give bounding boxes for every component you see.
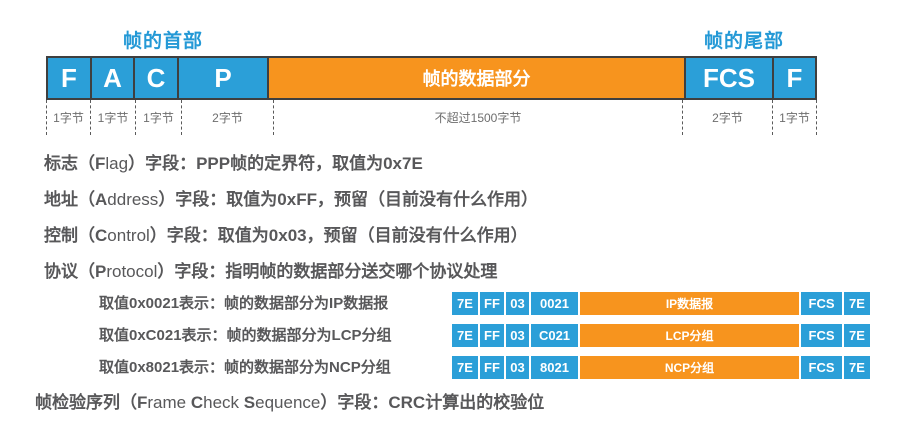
mini-cell-fcs: FCS <box>801 324 842 347</box>
byte-count-flag-end: 1字节 <box>772 100 817 135</box>
protocol-example-lcp: 取值0xC021表示：帧的数据部分为LCP分组 7E FF 03 C021 LC… <box>0 324 923 347</box>
mini-cell-flag-start: 7E <box>452 292 478 315</box>
protocol-example-ip-label: 取值0x0021表示：帧的数据部分为IP数据报 <box>99 295 389 312</box>
mini-cell-data: NCP分组 <box>580 356 799 379</box>
byte-count-data: 不超过1500字节 <box>273 100 682 135</box>
byte-count-fcs: 2字节 <box>682 100 772 135</box>
address-field-description: 地址（Address）字段：取值为0xFF，预留（目前没有什么作用） <box>44 190 538 209</box>
protocol-field-description: 协议（Protocol）字段：指明帧的数据部分送交哪个协议处理 <box>44 262 498 281</box>
mini-cell-protocol: C021 <box>531 324 578 347</box>
byte-count-row: 1字节 1字节 1字节 2字节 不超过1500字节 2字节 1字节 <box>46 100 817 135</box>
mini-cell-flag-end: 7E <box>844 356 870 379</box>
mini-cell-address: FF <box>480 292 504 315</box>
mini-cell-protocol: 0021 <box>531 292 578 315</box>
byte-count-protocol: 2字节 <box>181 100 273 135</box>
frame-cell-fcs: FCS <box>684 58 772 98</box>
mini-cell-fcs: FCS <box>801 292 842 315</box>
frame-trailer-label: 帧的尾部 <box>704 31 785 52</box>
mini-cell-flag-start: 7E <box>452 356 478 379</box>
mini-cell-address: FF <box>480 356 504 379</box>
mini-cell-control: 03 <box>506 292 529 315</box>
mini-cell-data: LCP分组 <box>580 324 799 347</box>
ppp-frame-diagram: F A C P 帧的数据部分 FCS F <box>46 56 817 100</box>
mini-cell-control: 03 <box>506 324 529 347</box>
mini-frame-ncp: 7E FF 03 8021 NCP分组 FCS 7E <box>452 356 870 379</box>
frame-header-label: 帧的首部 <box>123 31 204 52</box>
protocol-example-ncp-label: 取值0x8021表示：帧的数据部分为NCP分组 <box>99 359 391 376</box>
byte-count-control: 1字节 <box>135 100 181 135</box>
field-descriptions: 标志（Flag）字段：PPP帧的定界符，取值为0x7E 地址（Address）字… <box>44 146 538 290</box>
mini-cell-address: FF <box>480 324 504 347</box>
mini-cell-flag-start: 7E <box>452 324 478 347</box>
fcs-field-description: 帧检验序列（Frame Check Sequence）字段：CRC计算出的校验位 <box>35 393 545 412</box>
mini-cell-control: 03 <box>506 356 529 379</box>
frame-cell-flag-end: F <box>772 58 815 98</box>
mini-cell-protocol: 8021 <box>531 356 578 379</box>
control-field-description: 控制（Control）字段：取值为0x03，预留（目前没有什么作用） <box>44 226 528 245</box>
protocol-example-ncp: 取值0x8021表示：帧的数据部分为NCP分组 7E FF 03 8021 NC… <box>0 356 923 379</box>
mini-frame-ip: 7E FF 03 0021 IP数据报 FCS 7E <box>452 292 870 315</box>
protocol-example-lcp-label: 取值0xC021表示：帧的数据部分为LCP分组 <box>99 327 392 344</box>
byte-count-address: 1字节 <box>90 100 135 135</box>
flag-field-description: 标志（Flag）字段：PPP帧的定界符，取值为0x7E <box>44 154 423 173</box>
byte-count-flag-start: 1字节 <box>46 100 90 135</box>
mini-cell-data: IP数据报 <box>580 292 799 315</box>
mini-cell-fcs: FCS <box>801 356 842 379</box>
frame-cell-control: C <box>133 58 177 98</box>
mini-frame-lcp: 7E FF 03 C021 LCP分组 FCS 7E <box>452 324 870 347</box>
protocol-example-ip: 取值0x0021表示：帧的数据部分为IP数据报 7E FF 03 0021 IP… <box>0 292 923 315</box>
frame-cell-data: 帧的数据部分 <box>267 58 684 98</box>
mini-cell-flag-end: 7E <box>844 292 870 315</box>
frame-cell-protocol: P <box>177 58 267 98</box>
frame-cell-address: A <box>90 58 133 98</box>
frame-cell-flag-start: F <box>48 58 90 98</box>
mini-cell-flag-end: 7E <box>844 324 870 347</box>
